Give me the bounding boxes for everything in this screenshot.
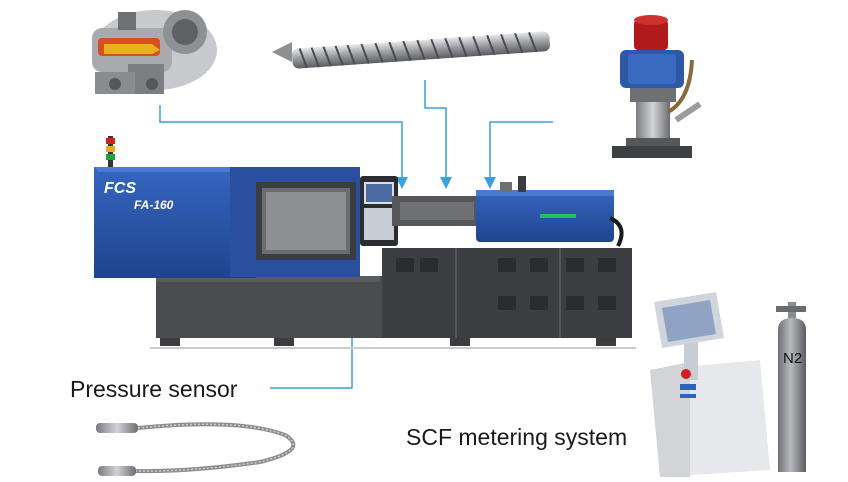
callout-line-injector: [484, 121, 553, 189]
shutoff-nozzle-image: [92, 10, 217, 94]
scf-metering-system-label: SCF metering system: [406, 424, 628, 450]
scf-metering-unit-image: [650, 292, 770, 477]
injection-molding-machine: FCS FA-160: [94, 136, 636, 349]
gas-cylinder-label: N2: [783, 350, 802, 367]
screw-image: [272, 31, 550, 69]
machine-model-label: FA-160: [134, 198, 174, 212]
n2-gas-cylinder: N2: [776, 302, 806, 472]
scf-injector-image: [612, 15, 702, 158]
callout-line-nozzle: [159, 105, 408, 189]
callout-line-screw: [424, 80, 452, 189]
pressure-sensor-image: [96, 422, 296, 476]
pressure-sensor-label: Pressure sensor: [70, 376, 238, 402]
machine-brand-label: FCS: [104, 180, 136, 197]
clamping-unit: [94, 167, 256, 278]
